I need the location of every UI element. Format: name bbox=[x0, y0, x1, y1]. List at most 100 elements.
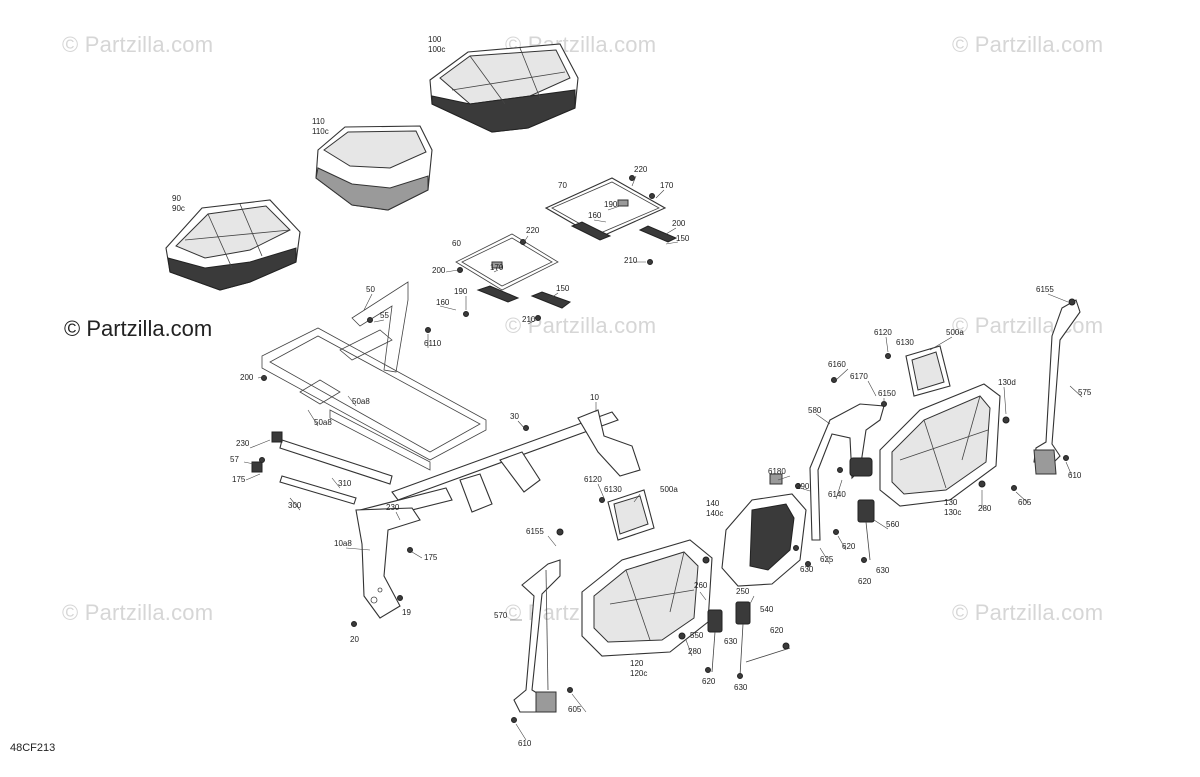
seat-cushion-90[interactable] bbox=[165, 199, 301, 291]
callout: 6180 bbox=[768, 467, 786, 476]
callout: 90c bbox=[172, 204, 185, 213]
watermark: © Partzilla.com bbox=[505, 313, 657, 338]
callout: 500a bbox=[660, 485, 678, 494]
callout: 540 bbox=[760, 605, 774, 614]
buckle-550[interactable] bbox=[707, 609, 723, 673]
slide-rail-300[interactable] bbox=[251, 461, 357, 505]
callout: 310 bbox=[338, 479, 352, 488]
callout: 190 bbox=[604, 200, 618, 209]
watermark: © Partzilla.com bbox=[952, 313, 1104, 338]
callout: 605 bbox=[1018, 498, 1032, 507]
callout: 175 bbox=[424, 553, 438, 562]
callout: 6110 bbox=[424, 339, 442, 348]
callout: 210 bbox=[624, 256, 638, 265]
callout: 580 bbox=[808, 406, 822, 415]
callout: 200 bbox=[432, 266, 446, 275]
callout: 6150 bbox=[878, 389, 896, 398]
callout: 280 bbox=[978, 504, 992, 513]
callout: 170 bbox=[490, 263, 504, 272]
callout: 220 bbox=[634, 165, 648, 174]
callout: 210 bbox=[522, 315, 536, 324]
pad-500a-left[interactable] bbox=[607, 489, 655, 541]
slide-rail-310[interactable] bbox=[271, 431, 393, 485]
callout: 160 bbox=[588, 211, 602, 220]
callout: 620 bbox=[842, 542, 856, 551]
callout: 230 bbox=[236, 439, 250, 448]
seat-back-130[interactable] bbox=[879, 383, 1001, 507]
pad-500a-right[interactable] bbox=[905, 345, 951, 397]
callout: 110c bbox=[312, 127, 329, 136]
callout: 200 bbox=[672, 219, 686, 228]
callout: 10a8 bbox=[334, 539, 352, 548]
callout: 620 bbox=[858, 577, 872, 586]
callout: 20 bbox=[350, 635, 359, 644]
seat-belt-580[interactable] bbox=[809, 403, 885, 541]
callout: 610 bbox=[518, 739, 532, 748]
figure-reference: 48CF213 bbox=[10, 742, 56, 754]
callout: 110 bbox=[312, 117, 325, 126]
callout: 575 bbox=[1078, 388, 1092, 397]
callout: 55 bbox=[380, 311, 389, 320]
callout: 50a8 bbox=[352, 397, 370, 406]
callout: 250 bbox=[736, 587, 750, 596]
watermark: © Partzilla.com bbox=[952, 600, 1104, 625]
leader-lines bbox=[243, 175, 1083, 741]
callout: 175 bbox=[232, 475, 246, 484]
callout: 6120 bbox=[584, 475, 602, 484]
buckle-560[interactable] bbox=[857, 499, 875, 561]
callout: 220 bbox=[526, 226, 540, 235]
callout: 500a bbox=[946, 328, 964, 337]
watermark: © Partzilla.com bbox=[952, 32, 1104, 57]
seat-belt-570[interactable] bbox=[513, 528, 564, 713]
callout: 6155 bbox=[1036, 285, 1054, 294]
callout: 200 bbox=[240, 373, 254, 382]
callout: 90 bbox=[172, 194, 181, 203]
callout: 160 bbox=[436, 298, 450, 307]
callout: 630 bbox=[800, 565, 814, 574]
callout: 620 bbox=[770, 626, 784, 635]
callout: 70 bbox=[558, 181, 567, 190]
seat-cushion-100[interactable] bbox=[429, 43, 579, 133]
callout: 620 bbox=[702, 677, 716, 686]
seat-frame-70[interactable] bbox=[544, 177, 678, 243]
callout: 260 bbox=[694, 581, 708, 590]
callout: 630 bbox=[724, 637, 738, 646]
callout: 120c bbox=[630, 669, 647, 678]
callout: 610 bbox=[1068, 471, 1082, 480]
callout: 6155 bbox=[526, 527, 544, 536]
seat-belt-575[interactable] bbox=[1033, 298, 1081, 475]
seat-back-120[interactable] bbox=[581, 539, 713, 657]
callout: 130 bbox=[944, 498, 958, 507]
callout: 130c bbox=[944, 508, 961, 517]
callout: 57 bbox=[230, 455, 239, 464]
callout: 190 bbox=[454, 287, 468, 296]
callout: 140 bbox=[706, 499, 720, 508]
callout: 560 bbox=[886, 520, 900, 529]
frame-50[interactable] bbox=[261, 281, 487, 471]
seat-back-140[interactable] bbox=[721, 473, 807, 587]
callout: 550 bbox=[690, 631, 704, 640]
callout: 570 bbox=[494, 611, 508, 620]
bracket-10a8[interactable] bbox=[355, 507, 421, 619]
callout: 100 bbox=[428, 35, 442, 44]
buckle-540[interactable] bbox=[735, 601, 791, 677]
callout: 19 bbox=[402, 608, 411, 617]
callout: 170 bbox=[660, 181, 674, 190]
callout: 50 bbox=[366, 285, 375, 294]
callout: 300 bbox=[288, 501, 302, 510]
watermark-main: © Partzilla.com bbox=[64, 316, 213, 341]
callout: 630 bbox=[734, 683, 748, 692]
callout: 10 bbox=[590, 393, 599, 402]
callout: 140c bbox=[706, 509, 723, 518]
cross-tube-10[interactable] bbox=[358, 409, 641, 521]
seat-frame-60[interactable] bbox=[455, 233, 572, 309]
callout: 120 bbox=[630, 659, 644, 668]
callout: 60 bbox=[452, 239, 461, 248]
callout: 150 bbox=[556, 284, 570, 293]
seat-cushion-110[interactable] bbox=[315, 125, 433, 211]
callout: 6170 bbox=[850, 372, 868, 381]
watermark: © Partzilla.com bbox=[62, 32, 214, 57]
callout: 6120 bbox=[874, 328, 892, 337]
callout: 6130 bbox=[604, 485, 622, 494]
